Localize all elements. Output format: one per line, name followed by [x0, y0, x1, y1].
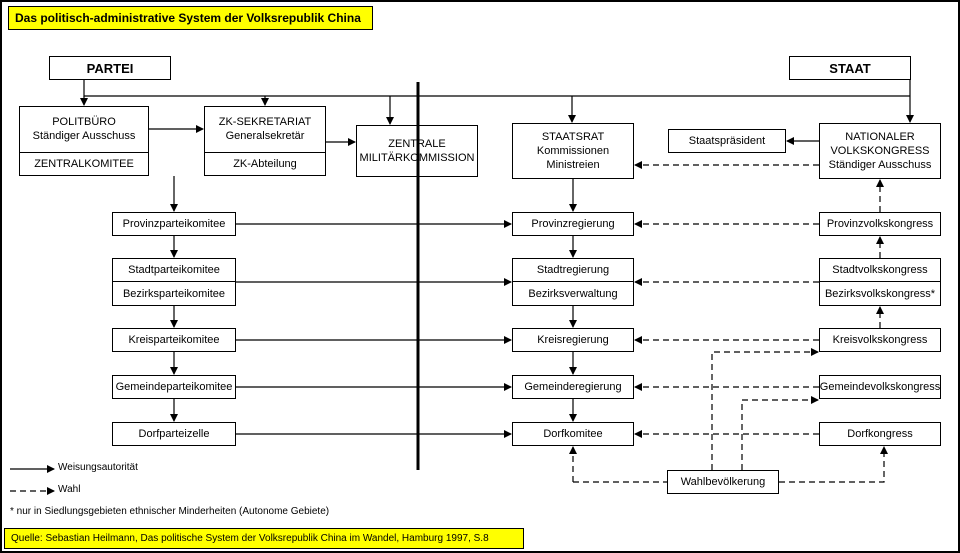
nvk-subtitle: Ständiger Ausschuss [828, 159, 932, 171]
kreisparteikomitee-box: Kreisparteikomitee [112, 328, 236, 352]
zk-sekretariat-label: ZK-SEKRETARIAT [218, 116, 312, 129]
zk-sekretariat-box: ZK-SEKRETARIAT Generalsekretär ZK-Abteil… [204, 106, 326, 176]
nvk-label-1: NATIONALER [845, 131, 915, 143]
stadt-bezirk-volkskongress-box: Stadtvolkskongress Bezirksvolkskongress* [819, 258, 941, 306]
provinzparteikomitee-box: Provinzparteikomitee [112, 212, 236, 236]
source-citation: Quelle: Sebastian Heilmann, Das politisc… [4, 528, 524, 549]
politbuero-subtitle: Ständiger Ausschuss [32, 130, 136, 143]
staatspraesident-box: Staatspräsident [668, 129, 786, 153]
staatsrat-box: STAATSRAT Kommissionen Ministreien [512, 123, 634, 179]
legend-footnote: * nur in Siedlungsgebieten ethnischer Mi… [10, 506, 330, 517]
bezirksverwaltung-label: Bezirksverwaltung [528, 287, 618, 300]
zk-sekretariat-subtitle: Generalsekretär [225, 130, 305, 143]
top-bracket [80, 80, 914, 125]
zk-abteilung-label: ZK-Abteilung [233, 157, 297, 170]
state-arrows [569, 137, 819, 422]
bezirksvolkskongress-label: Bezirksvolkskongress* [824, 287, 936, 300]
stadtvolkskongress-label: Stadtvolkskongress [832, 264, 928, 276]
dorfparteizelle-box: Dorfparteizelle [112, 422, 236, 446]
bezirksparteikomitee-label: Bezirksparteikomitee [122, 287, 226, 300]
partei-header: PARTEI [49, 56, 171, 80]
staat-header: STAAT [789, 56, 911, 80]
provinzregierung-box: Provinzregierung [512, 212, 634, 236]
gemeinderegierung-box: Gemeinderegierung [512, 375, 634, 399]
dorfkomitee-box: Dorfkomitee [512, 422, 634, 446]
politbuero-box: POLITBÜRO Ständiger Ausschuss ZENTRALKOM… [19, 106, 149, 176]
stadt-bezirk-regierung-box: Stadtregierung Bezirksverwaltung [512, 258, 634, 306]
politbuero-label: POLITBÜRO [52, 116, 116, 129]
dorfkongress-box: Dorfkongress [819, 422, 941, 446]
gemeindevolkskongress-box: Gemeindevolkskongress [819, 375, 941, 399]
legend-symbols [10, 465, 55, 495]
wahlbevoelkerung-box: Wahlbevölkerung [667, 470, 779, 494]
diagram-title: Das politisch-administrative System der … [8, 6, 373, 30]
stadtregierung-label: Stadtregierung [536, 264, 610, 276]
gemeindeparteikomitee-box: Gemeindeparteikomitee [112, 375, 236, 399]
legend-weisung-label: Weisungsautorität [58, 462, 138, 473]
kreisregierung-box: Kreisregierung [512, 328, 634, 352]
election-arrows [569, 161, 888, 483]
nationaler-volkskongress-box: NATIONALER VOLKSKONGRESS Ständiger Aussc… [819, 123, 941, 179]
stadt-bezirk-partei-box: Stadtparteikomitee Bezirksparteikomitee [112, 258, 236, 306]
ministerien-label: Ministreien [546, 159, 600, 171]
legend-wahl-label: Wahl [58, 484, 81, 495]
nvk-label-2: VOLKSKONGRESS [830, 145, 930, 157]
party-arrows [149, 125, 512, 438]
kommissionen-label: Kommissionen [536, 145, 610, 157]
stadtparteikomitee-label: Stadtparteikomitee [128, 264, 220, 276]
provinzvolkskongress-box: Provinzvolkskongress [819, 212, 941, 236]
zentralkomitee-label: ZENTRALKOMITEE [34, 157, 134, 170]
kreisvolkskongress-box: Kreisvolkskongress [819, 328, 941, 352]
staatsrat-label: STAATSRAT [541, 131, 605, 143]
